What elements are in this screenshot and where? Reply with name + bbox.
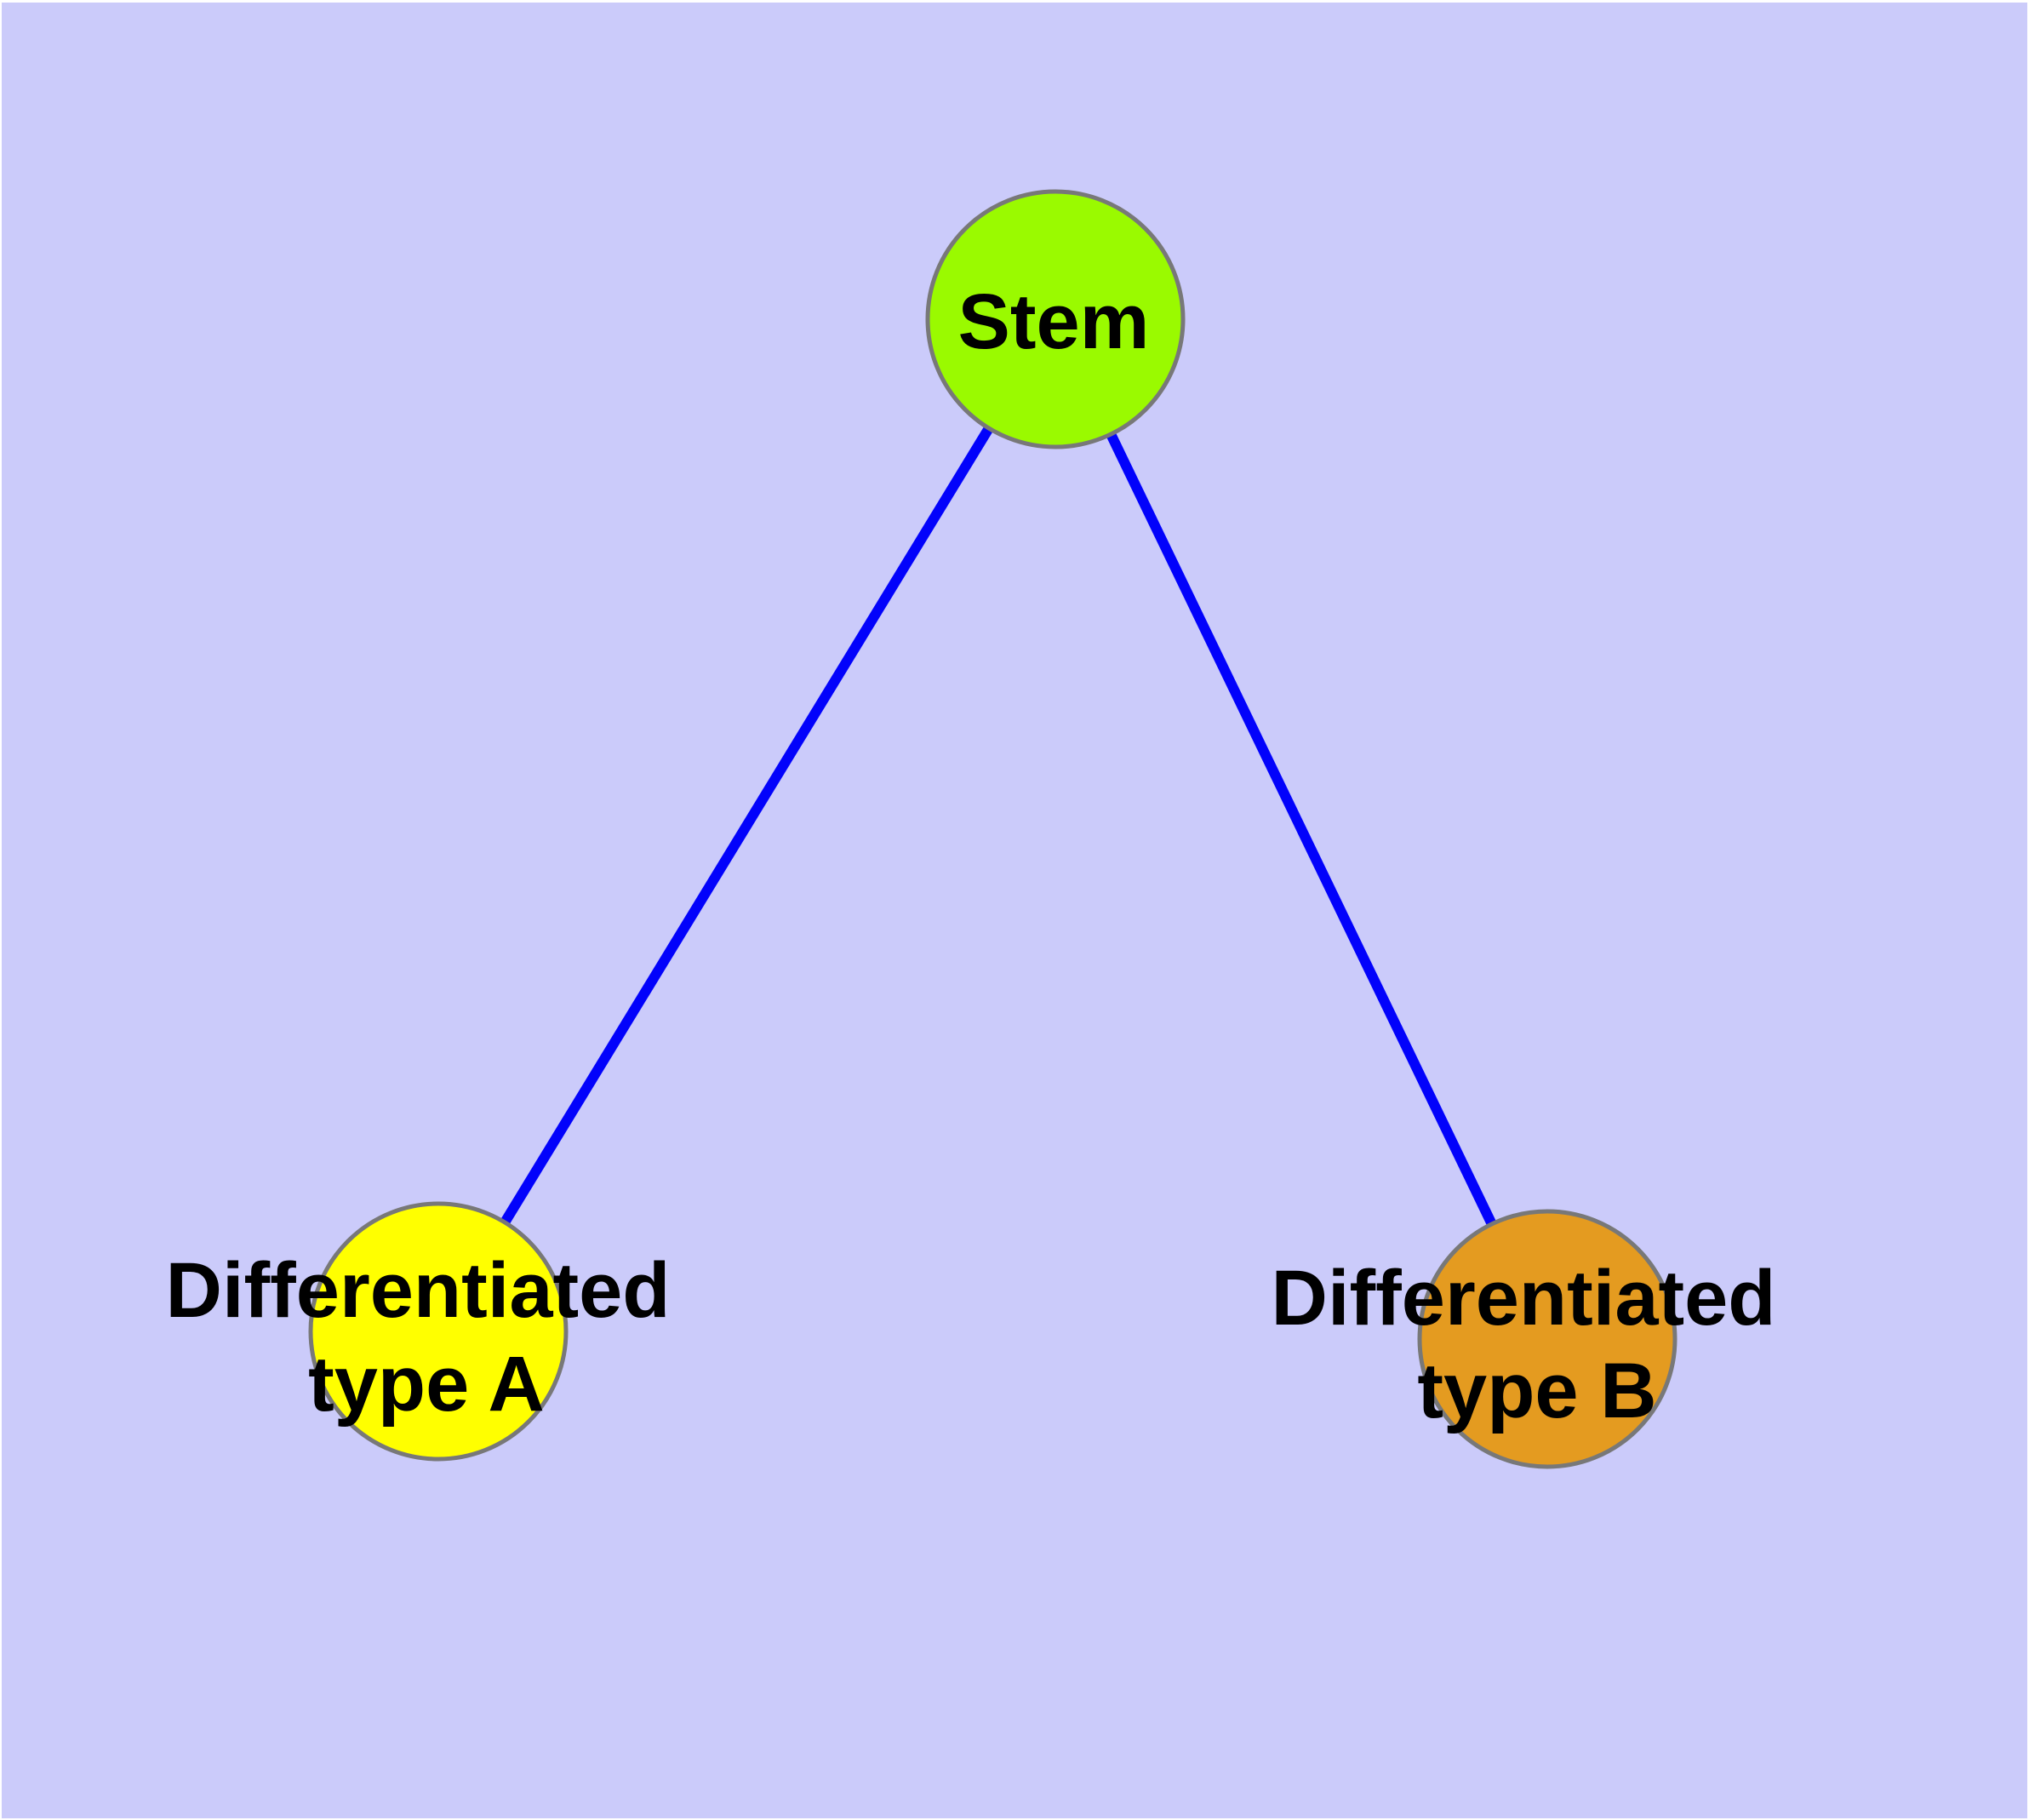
node-type-b-label-line2: type B <box>1417 1348 1656 1434</box>
node-type-b-label-line1: Differentiated <box>1272 1255 1776 1342</box>
edge-stem-to-type-b <box>1050 317 1552 1342</box>
edge-stem-to-type-a <box>433 316 1060 1335</box>
node-stem-label: Stem <box>958 278 1150 365</box>
node-type-a-label-line1: Differentiated <box>166 1247 671 1334</box>
node-stem <box>925 189 1186 449</box>
node-type-a-label-line2: type A <box>308 1341 545 1428</box>
node-differentiated-type-a <box>308 1201 569 1462</box>
node-differentiated-type-b <box>1417 1209 1677 1469</box>
